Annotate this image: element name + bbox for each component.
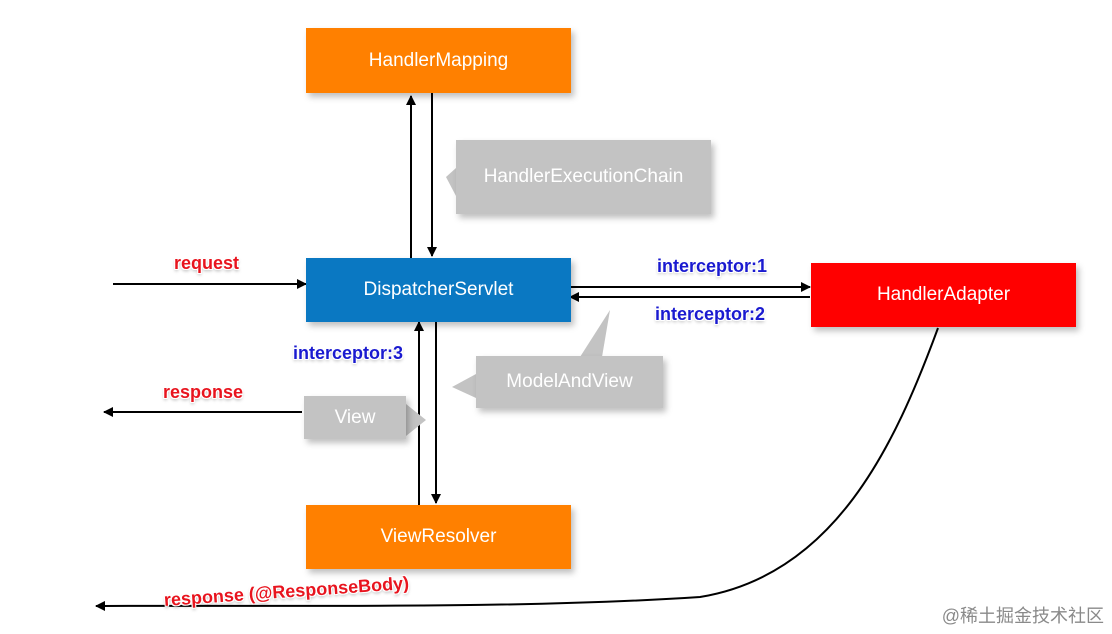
- handler-execution-chain-callout: HandlerExecutionChain: [456, 140, 711, 214]
- model-and-view-callout-tail-left: [452, 374, 476, 398]
- watermark: @稀土掘金技术社区: [941, 606, 1104, 626]
- interceptor-3-label: interceptor:3: [293, 343, 404, 363]
- view-resolver-box: ViewResolver: [306, 505, 571, 569]
- response-label: response: [163, 382, 244, 402]
- handler-mapping-label: HandlerMapping: [368, 49, 509, 71]
- handler-adapter-box: HandlerAdapter: [811, 263, 1076, 327]
- dispatcher-servlet-label: DispatcherServlet: [363, 279, 514, 300]
- handler-execution-chain-callout-tail: [446, 168, 456, 196]
- response-body-curve: [95, 327, 939, 611]
- handler-execution-chain-label: HandlerExecutionChain: [483, 166, 684, 187]
- model-and-view-callout: ModelAndView: [476, 356, 663, 408]
- interceptor-2-label: interceptor:2: [655, 304, 766, 324]
- view-callout-tail: [406, 404, 426, 436]
- request-label: request: [174, 253, 240, 273]
- dispatcher-servlet-box: DispatcherServlet: [306, 258, 571, 322]
- handler-adapter-label: HandlerAdapter: [876, 284, 1011, 305]
- handler-mapping-box: HandlerMapping: [306, 28, 571, 93]
- model-and-view-label: ModelAndView: [506, 371, 633, 392]
- view-resolver-label: ViewResolver: [380, 526, 497, 547]
- view-label: View: [334, 406, 376, 428]
- view-callout: View: [304, 396, 406, 439]
- model-and-view-callout-tail: [580, 310, 610, 357]
- interceptor-1-label: interceptor:1: [657, 256, 768, 276]
